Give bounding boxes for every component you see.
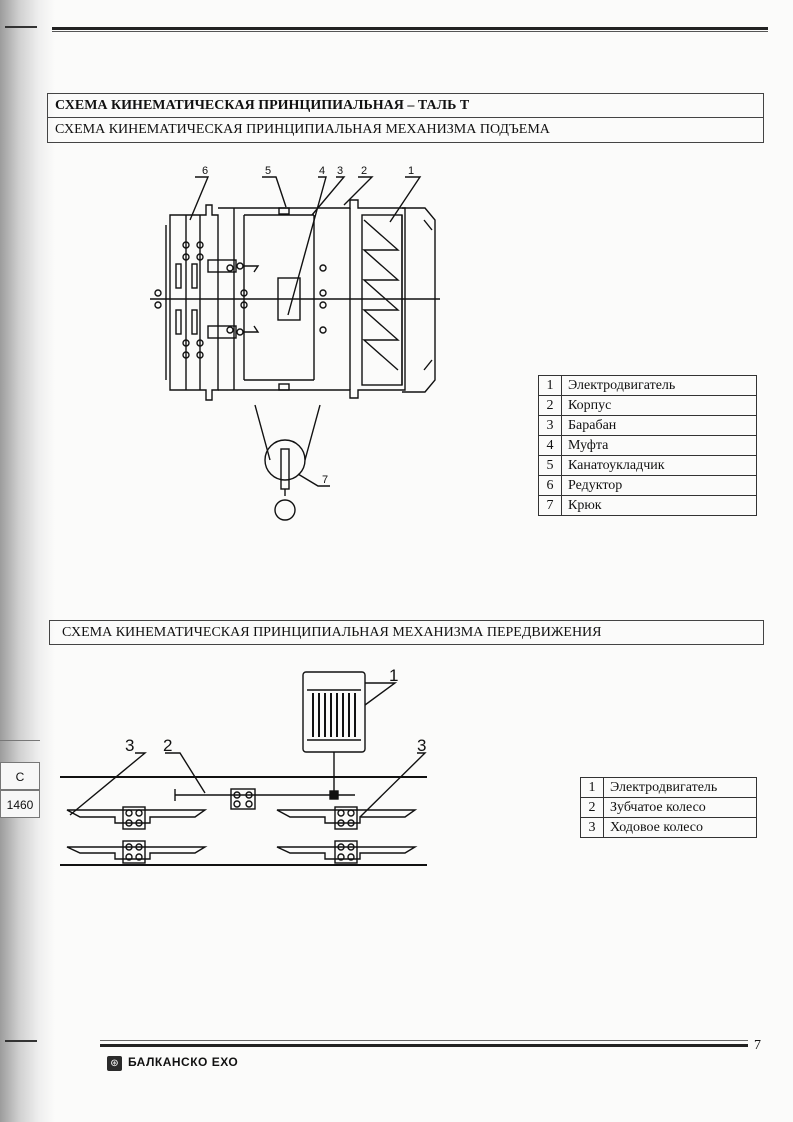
travel-mechanism-heading: СХЕМА КИНЕМАТИЧЕСКАЯ ПРИНЦИПИАЛЬНАЯ МЕХА… (49, 620, 764, 645)
callout-7: 7 (322, 474, 328, 486)
callout-3: 3 (125, 736, 134, 755)
legend-label: Муфта (561, 435, 757, 456)
margin-mark (5, 1040, 37, 1042)
legend-label: Барабан (561, 415, 757, 436)
legend-num: 6 (538, 475, 562, 496)
margin-label-c: С (0, 762, 40, 790)
company-name: БАЛКАНСКО ЕХО (128, 1055, 239, 1069)
page-number: 7 (754, 1038, 761, 1053)
callout-2: 2 (361, 165, 367, 177)
legend-num: 2 (580, 797, 604, 818)
margin-mark (5, 26, 37, 28)
legend-label: Корпус (561, 395, 757, 416)
travel-mechanism-diagram: 1 3 2 3 (60, 666, 427, 866)
callout-1: 1 (389, 666, 398, 685)
legend-num: 3 (580, 817, 604, 838)
legend-label: Редуктор (561, 475, 757, 496)
legend-num: 7 (538, 495, 562, 516)
legend-num: 5 (538, 455, 562, 476)
callout-4: 4 (319, 165, 325, 177)
margin-label-code: 1460 (0, 790, 40, 818)
legend-num: 1 (538, 375, 562, 396)
top-rule (52, 27, 768, 30)
binding-shadow (0, 0, 55, 1122)
lift-mechanism-diagram: 6 5 4 3 2 1 7 (150, 165, 440, 521)
margin-rule (0, 740, 40, 741)
callout-1: 1 (408, 165, 414, 177)
legend-label: Ходовое колесо (603, 817, 757, 838)
callout-6: 6 (202, 165, 208, 177)
legend-label: Электродвигатель (603, 777, 757, 798)
callout-3: 3 (337, 165, 343, 177)
legend-num: 2 (538, 395, 562, 416)
callout-5: 5 (265, 165, 271, 177)
footer-rule-thin (100, 1040, 748, 1041)
page-title: СХЕМА КИНЕМАТИЧЕСКАЯ ПРИНЦИПИАЛЬНАЯ – ТА… (47, 93, 764, 118)
lift-mechanism-heading: СХЕМА КИНЕМАТИЧЕСКАЯ ПРИНЦИПИАЛЬНАЯ МЕХА… (47, 118, 764, 143)
legend-label: Электродвигатель (561, 375, 757, 396)
legend-label: Канатоукладчик (561, 455, 757, 476)
legend-num: 4 (538, 435, 562, 456)
legend-label: Крюк (561, 495, 757, 516)
callout-3: 3 (417, 736, 426, 755)
legend-num: 1 (580, 777, 604, 798)
legend-label: Зубчатое колесо (603, 797, 757, 818)
legend-num: 3 (538, 415, 562, 436)
top-rule-thin (52, 31, 768, 32)
company-logo-icon: ⊛ (107, 1056, 122, 1071)
callout-2: 2 (163, 736, 172, 755)
footer-rule (100, 1044, 748, 1047)
